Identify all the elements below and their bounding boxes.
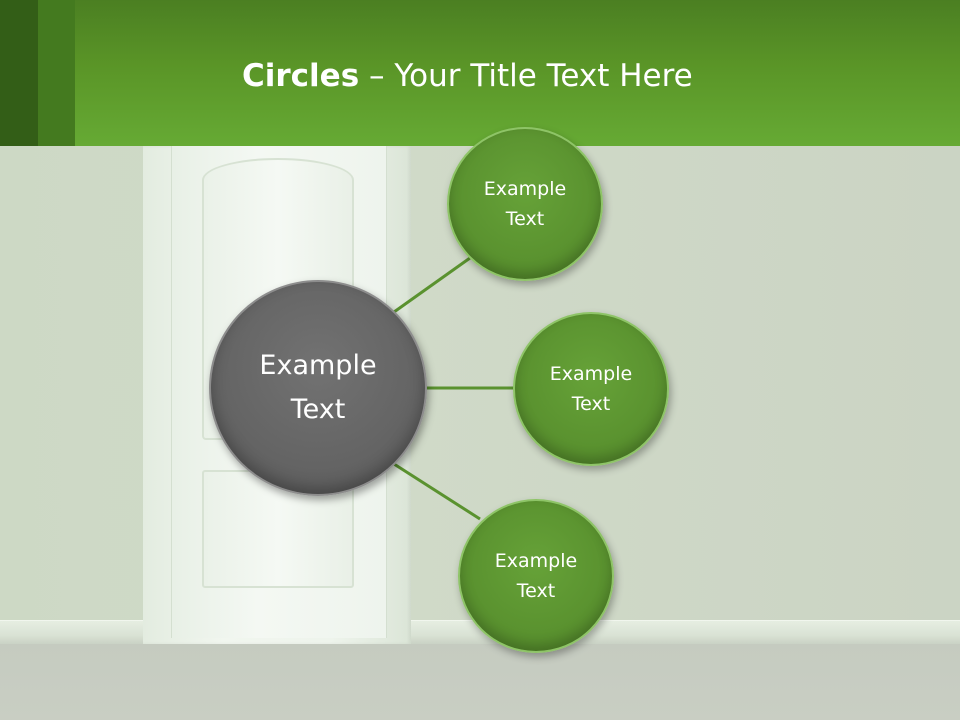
connector-line-3 (393, 462, 481, 521)
satellite-circle-2[interactable]: Example Text (513, 312, 669, 466)
satellite-circle-3[interactable]: Example Text (458, 499, 614, 653)
center-circle[interactable]: Example Text (209, 280, 427, 496)
satellite-circle-label: Example Text (549, 363, 633, 415)
header-accent-stripe (38, 0, 75, 146)
satellite-circle-label: Example Text (483, 178, 567, 230)
background-floor (0, 644, 960, 720)
slide-title-bold: Circles (242, 58, 360, 94)
connector-line-1 (393, 256, 471, 314)
satellite-circle-1[interactable]: Example Text (447, 127, 603, 281)
header-accent-stripe (0, 0, 38, 146)
slide-title-rest: – Your Title Text Here (359, 58, 693, 94)
satellite-circle-label: Example Text (494, 550, 578, 602)
center-circle-label: Example Text (259, 350, 377, 425)
header-band: Circles – Your Title Text Here (0, 0, 960, 146)
slide-title: Circles – Your Title Text Here (242, 54, 693, 98)
